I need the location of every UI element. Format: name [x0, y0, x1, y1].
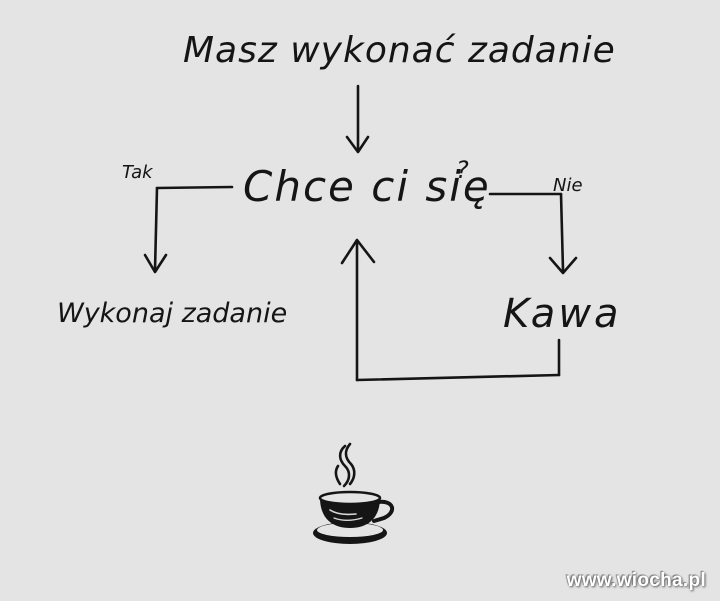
yes-label: Tak: [122, 162, 154, 183]
no-label: Nie: [553, 175, 583, 196]
watermark-text: www.wiocha.pl: [566, 570, 706, 591]
do-task-node-text: Wykonaj zadanie: [57, 298, 287, 329]
arrow-start-to-question: [345, 84, 370, 154]
start-node-text: Masz wykonać zadanie: [183, 30, 616, 71]
question-node-text: Chce ci się: [243, 162, 491, 211]
coffee-node-text: Kawa: [503, 291, 622, 337]
arrow-no-to-coffee: [488, 192, 578, 275]
arrow-yes-to-task: [143, 185, 234, 274]
coffee-cup-icon: [313, 442, 395, 544]
question-mark: ?: [456, 156, 469, 184]
arrow-coffee-back-to-question: [340, 238, 561, 382]
